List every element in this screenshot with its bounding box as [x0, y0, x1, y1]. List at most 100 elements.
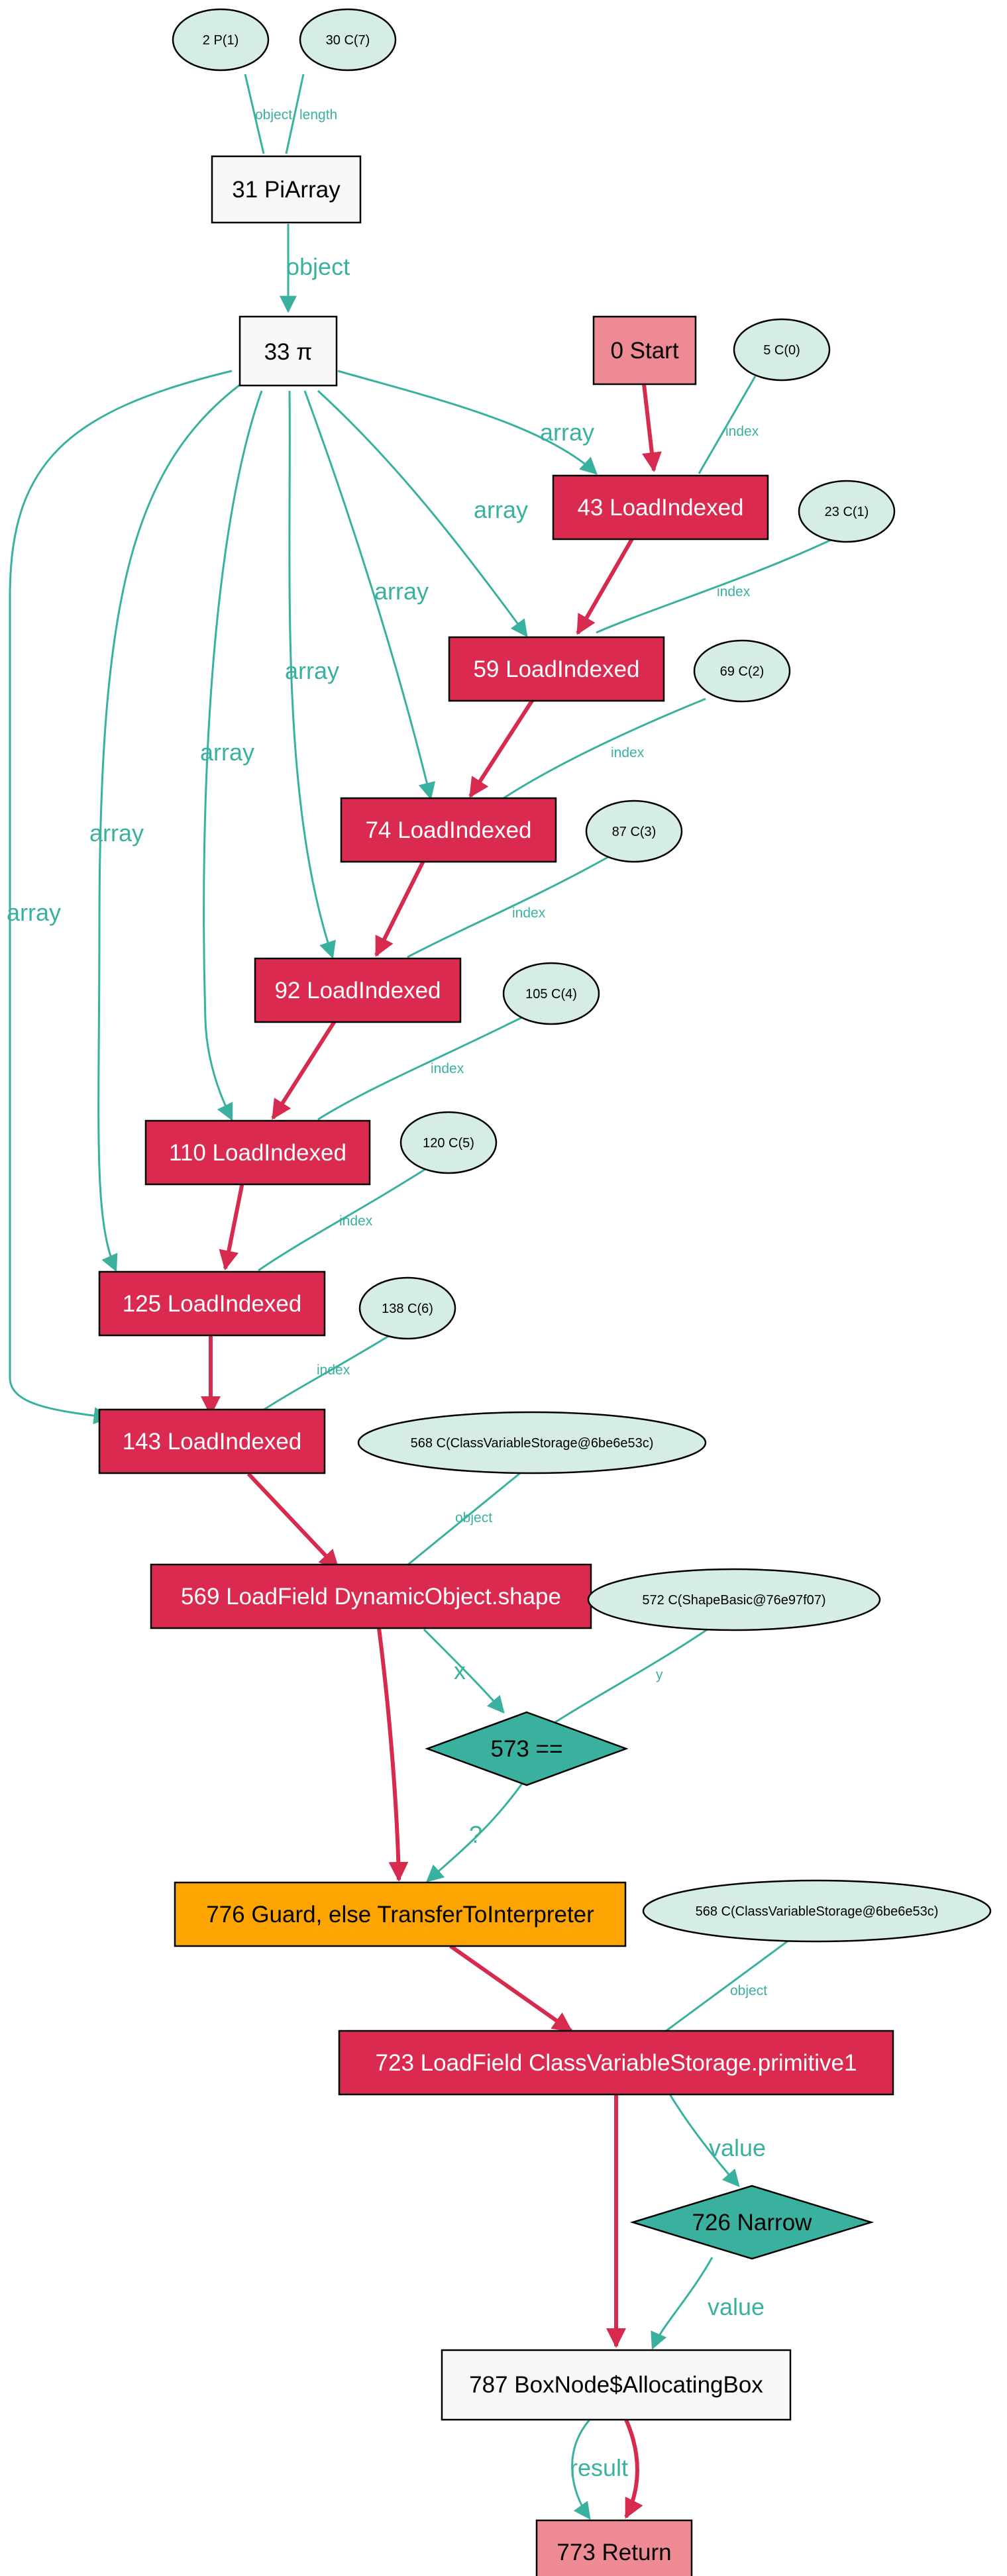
node-label: 23 C(1) [825, 505, 869, 519]
edge-c4-to-110 [317, 1012, 531, 1121]
edge-569-to-573 [423, 1628, 505, 1714]
node-label: 787 BoxNode$AllocatingBox [469, 2372, 763, 2398]
node-92-loadindexed[interactable]: 92 LoadIndexed [254, 957, 462, 1023]
node-125-loadindexed[interactable]: 125 LoadIndexed [98, 1270, 326, 1337]
edge-c0-to-43 [698, 376, 757, 474]
node-label: 120 C(5) [423, 1136, 474, 1151]
node-23-c1[interactable]: 23 C(1) [798, 480, 896, 543]
edge-label-condition: ? [469, 1821, 482, 1848]
node-30-c7[interactable]: 30 C(7) [299, 8, 397, 72]
edge-c6-to-143 [251, 1333, 392, 1419]
edge-pi-to-143 [9, 370, 233, 1425]
edge-568b-to-723 [662, 1930, 802, 2035]
edge-label-array: array [200, 739, 254, 766]
edge-label-value: value [708, 2293, 765, 2320]
edge-pi-to-43 [337, 370, 598, 475]
ctrl-787-to-773 [624, 2418, 643, 2519]
ctrl-110-to-125 [219, 1175, 246, 1270]
edge-c2-to-74 [503, 697, 706, 799]
edge-labels: object length object array array array a… [7, 107, 767, 2481]
edge-723-to-726 [668, 2092, 740, 2187]
node-label: 74 LoadIndexed [365, 817, 531, 843]
edge-label-result: result [570, 2454, 628, 2481]
edge-pi-to-110 [203, 390, 263, 1121]
nodes: 2 P(1) 30 C(7) 31 PiArray 33 π 0 Start 5… [98, 8, 992, 2576]
node-label: 776 Guard, else TransferToInterpreter [206, 1902, 594, 1928]
node-723-loadfield-primitive1[interactable]: 723 LoadField ClassVariableStorage.primi… [338, 2030, 894, 2096]
node-726-narrow[interactable]: 726 Narrow [629, 2185, 874, 2260]
node-568-const-storage[interactable]: 568 C(ClassVariableStorage@6be6e53c) [357, 1411, 707, 1474]
ctrl-43-to-59 [576, 537, 635, 635]
node-label: 30 C(7) [326, 33, 370, 48]
node-label: 31 PiArray [232, 177, 341, 203]
node-label: 69 C(2) [720, 664, 765, 679]
node-label: 568 C(ClassVariableStorage@6be6e53c) [411, 1436, 654, 1451]
edge-568a-to-569 [397, 1469, 524, 1574]
node-69-c2[interactable]: 69 C(2) [693, 639, 791, 703]
node-33-pi[interactable]: 33 π [238, 315, 338, 387]
node-label: 110 LoadIndexed [169, 1140, 346, 1166]
node-label: 726 Narrow [692, 2210, 813, 2236]
node-105-c4[interactable]: 105 C(4) [502, 962, 600, 1025]
node-2-p1[interactable]: 2 P(1) [172, 8, 270, 72]
node-59-loadindexed[interactable]: 59 LoadIndexed [448, 636, 665, 702]
node-label: 2 P(1) [203, 33, 238, 48]
edge-label-array: array [474, 496, 528, 523]
edge-c7-to-piarray [285, 74, 305, 154]
node-label: 125 LoadIndexed [123, 1291, 302, 1317]
node-120-c5[interactable]: 120 C(5) [399, 1111, 498, 1174]
edge-label-index: index [725, 424, 759, 439]
ctrl-569-to-776 [377, 1627, 409, 1882]
node-143-loadindexed[interactable]: 143 LoadIndexed [98, 1408, 326, 1474]
node-43-loadindexed[interactable]: 43 LoadIndexed [552, 474, 769, 541]
node-label: 92 LoadIndexed [274, 978, 441, 1004]
node-87-c3[interactable]: 87 C(3) [585, 799, 683, 863]
edge-label-length: length [299, 107, 337, 123]
node-5-c0[interactable]: 5 C(0) [733, 318, 831, 382]
edge-label-y: y [656, 1667, 663, 1682]
node-573-equals[interactable]: 573 == [425, 1711, 629, 1786]
node-787-boxnode[interactable]: 787 BoxNode$AllocatingBox [441, 2349, 792, 2421]
node-569-loadfield-shape[interactable]: 569 LoadField DynamicObject.shape [150, 1563, 592, 1629]
node-label: 33 π [264, 339, 313, 365]
node-label: 138 C(6) [382, 1302, 433, 1316]
edge-label-array: array [7, 899, 61, 926]
node-138-c6[interactable]: 138 C(6) [358, 1276, 456, 1340]
edge-787-to-773-data [571, 2419, 591, 2520]
node-label: 87 C(3) [612, 825, 657, 839]
ctrl-776-to-723 [449, 1944, 573, 2033]
ctrl-92-to-110 [271, 1020, 337, 1120]
edge-label-array: array [540, 419, 594, 446]
edge-label-index: index [317, 1363, 350, 1378]
edge-c3-to-92 [407, 853, 613, 958]
node-776-guard[interactable]: 776 Guard, else TransferToInterpreter [174, 1881, 627, 1947]
node-773-return[interactable]: 773 Return [535, 2519, 693, 2576]
node-label: 0 Start [610, 338, 678, 364]
edge-pi-to-125 [97, 380, 246, 1272]
node-label: 723 LoadField ClassVariableStorage.primi… [376, 2050, 857, 2076]
edge-pi-to-59 [317, 389, 528, 638]
node-0-start[interactable]: 0 Start [592, 315, 697, 386]
node-74-loadindexed[interactable]: 74 LoadIndexed [340, 797, 557, 863]
edge-c5-to-125 [258, 1164, 431, 1272]
node-label: 43 LoadIndexed [577, 495, 743, 521]
edge-572-to-573 [529, 1625, 713, 1740]
edge-label-array: array [374, 578, 429, 605]
ctrl-143-to-569 [246, 1472, 340, 1571]
edge-726-to-787 [651, 2257, 714, 2350]
edge-c1-to-59 [596, 535, 839, 634]
edge-label-object: object [286, 253, 350, 280]
edge-label-array: array [285, 657, 339, 684]
edge-573-to-776 [426, 1781, 525, 1882]
node-label: 573 == [491, 1736, 563, 1762]
node-label: 569 LoadField DynamicObject.shape [181, 1584, 561, 1610]
node-31-piarray[interactable]: 31 PiArray [211, 155, 362, 224]
node-572-const-shape[interactable]: 572 C(ShapeBasic@76e97f07) [587, 1568, 881, 1631]
node-110-loadindexed[interactable]: 110 LoadIndexed [144, 1119, 371, 1186]
node-568-const-storage-b[interactable]: 568 C(ClassVariableStorage@6be6e53c) [642, 1879, 992, 1943]
edges [9, 74, 839, 2520]
ctrl-74-to-92 [374, 858, 426, 957]
node-label: 568 C(ClassVariableStorage@6be6e53c) [696, 1904, 939, 1919]
edge-p1-to-piarray [244, 74, 265, 154]
